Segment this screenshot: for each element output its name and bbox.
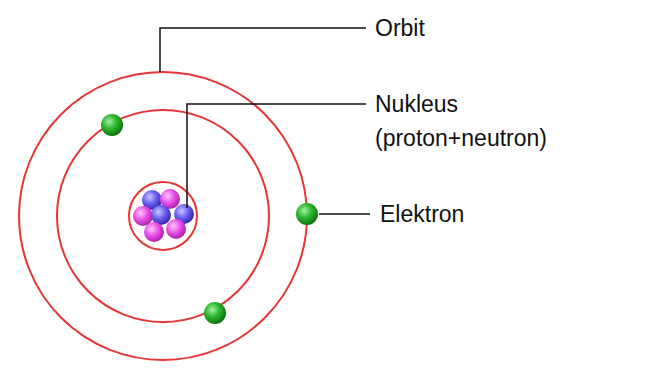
inner-orbit <box>57 110 269 322</box>
electron <box>204 302 226 324</box>
part-label: Orbit <box>375 11 625 46</box>
leader-line <box>160 28 366 72</box>
part-label: Elektron <box>380 197 630 232</box>
electron <box>101 114 123 136</box>
leader-line <box>319 213 370 215</box>
electron <box>296 203 318 225</box>
part-label: Nukleus (proton+neutron) <box>375 87 565 156</box>
outer-orbit <box>19 72 307 360</box>
nucleus <box>133 189 194 242</box>
leader-line <box>187 104 366 208</box>
